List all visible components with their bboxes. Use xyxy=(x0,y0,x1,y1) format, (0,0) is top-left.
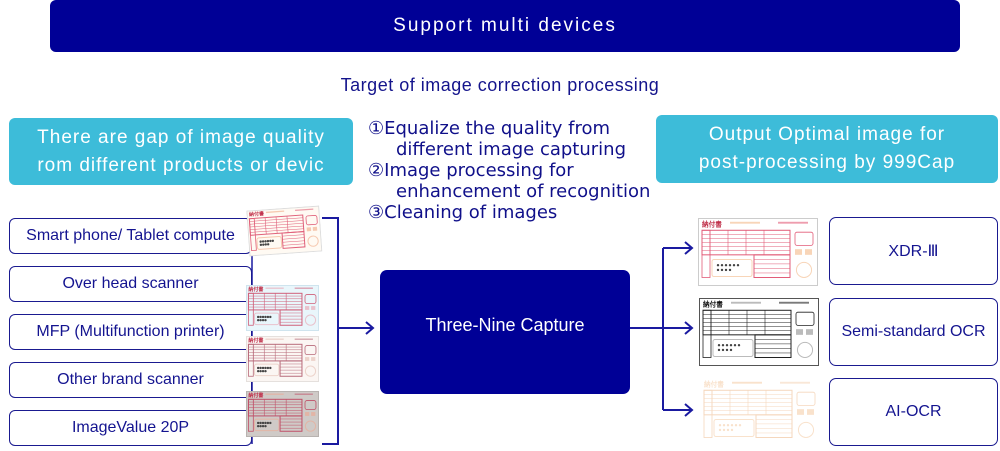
svg-text:納付書: 納付書 xyxy=(704,380,724,389)
step-3: ③Cleaning of images xyxy=(368,202,558,223)
svg-text:納付書: 納付書 xyxy=(248,392,263,399)
problem-line-1: There are gap of image quality xyxy=(37,126,325,148)
input-document-thumbnail: 納付書 xyxy=(246,336,319,387)
document-form-icon: 納付書 xyxy=(246,285,319,331)
output-document-thumbnail: 納付書 xyxy=(700,378,820,451)
header-banner: Support multi devices xyxy=(50,0,960,52)
svg-text:納付書: 納付書 xyxy=(249,210,264,218)
input-document-thumbnail: 納付書 xyxy=(246,205,323,262)
document-form-icon: 納付書 xyxy=(698,218,818,286)
problem-box: There are gap of image quality rom diffe… xyxy=(9,118,353,185)
section-subtitle: Target of image correction processing xyxy=(340,75,660,95)
result-line-2: post-processing by 999Cap xyxy=(698,152,956,173)
output-document-thumbnail: 納付書 xyxy=(698,218,818,291)
device-mfp: MFP (Multifunction printer) xyxy=(9,314,252,350)
arrow-head-semi xyxy=(684,321,694,335)
device-imagevalue-20p: ImageValue 20P xyxy=(9,410,252,446)
input-arrow-head xyxy=(365,321,375,335)
core-label: Three-Nine Capture xyxy=(425,314,585,335)
document-form-icon: 納付書 xyxy=(246,391,319,437)
processing-steps: ①Equalize the quality from different ima… xyxy=(368,118,650,223)
document-form-icon: 納付書 xyxy=(246,205,323,257)
arrow-head-xdr xyxy=(684,241,694,255)
device-overhead-scanner: Over head scanner xyxy=(9,266,252,302)
svg-text:納付書: 納付書 xyxy=(702,220,722,229)
svg-text:納付書: 納付書 xyxy=(248,286,263,293)
document-form-icon: 納付書 xyxy=(246,336,319,382)
step-2: ②Image processing for enhancement of rec… xyxy=(368,160,651,202)
input-document-thumbnail: 納付書 xyxy=(246,391,319,442)
output-xdr: XDR-Ⅲ xyxy=(829,217,998,285)
output-semi-standard-ocr: Semi-standard OCR xyxy=(829,298,998,366)
document-form-icon: 納付書 xyxy=(700,378,820,446)
result-box: Output Optimal image for post-processing… xyxy=(656,115,998,183)
three-nine-capture-box: Three-Nine Capture xyxy=(380,270,630,394)
banner-title: Support multi devices xyxy=(393,15,617,36)
device-other-brand-scanner: Other brand scanner xyxy=(9,362,252,398)
output-document-thumbnail: 納付書 xyxy=(699,298,819,371)
arrow-head-ai xyxy=(684,403,694,417)
result-line-1: Output Optimal image for xyxy=(708,124,946,145)
problem-line-2: rom different products or devic xyxy=(37,154,325,176)
input-bracket xyxy=(322,217,339,445)
output-ai-ocr: AI-OCR xyxy=(829,378,998,446)
input-document-thumbnail: 納付書 xyxy=(246,285,319,336)
document-form-icon: 納付書 xyxy=(699,298,819,366)
device-smartphone-tablet: Smart phone/ Tablet compute xyxy=(9,218,252,254)
svg-text:納付書: 納付書 xyxy=(703,300,723,309)
svg-text:納付書: 納付書 xyxy=(248,337,263,344)
step-1: ①Equalize the quality from different ima… xyxy=(368,118,627,160)
